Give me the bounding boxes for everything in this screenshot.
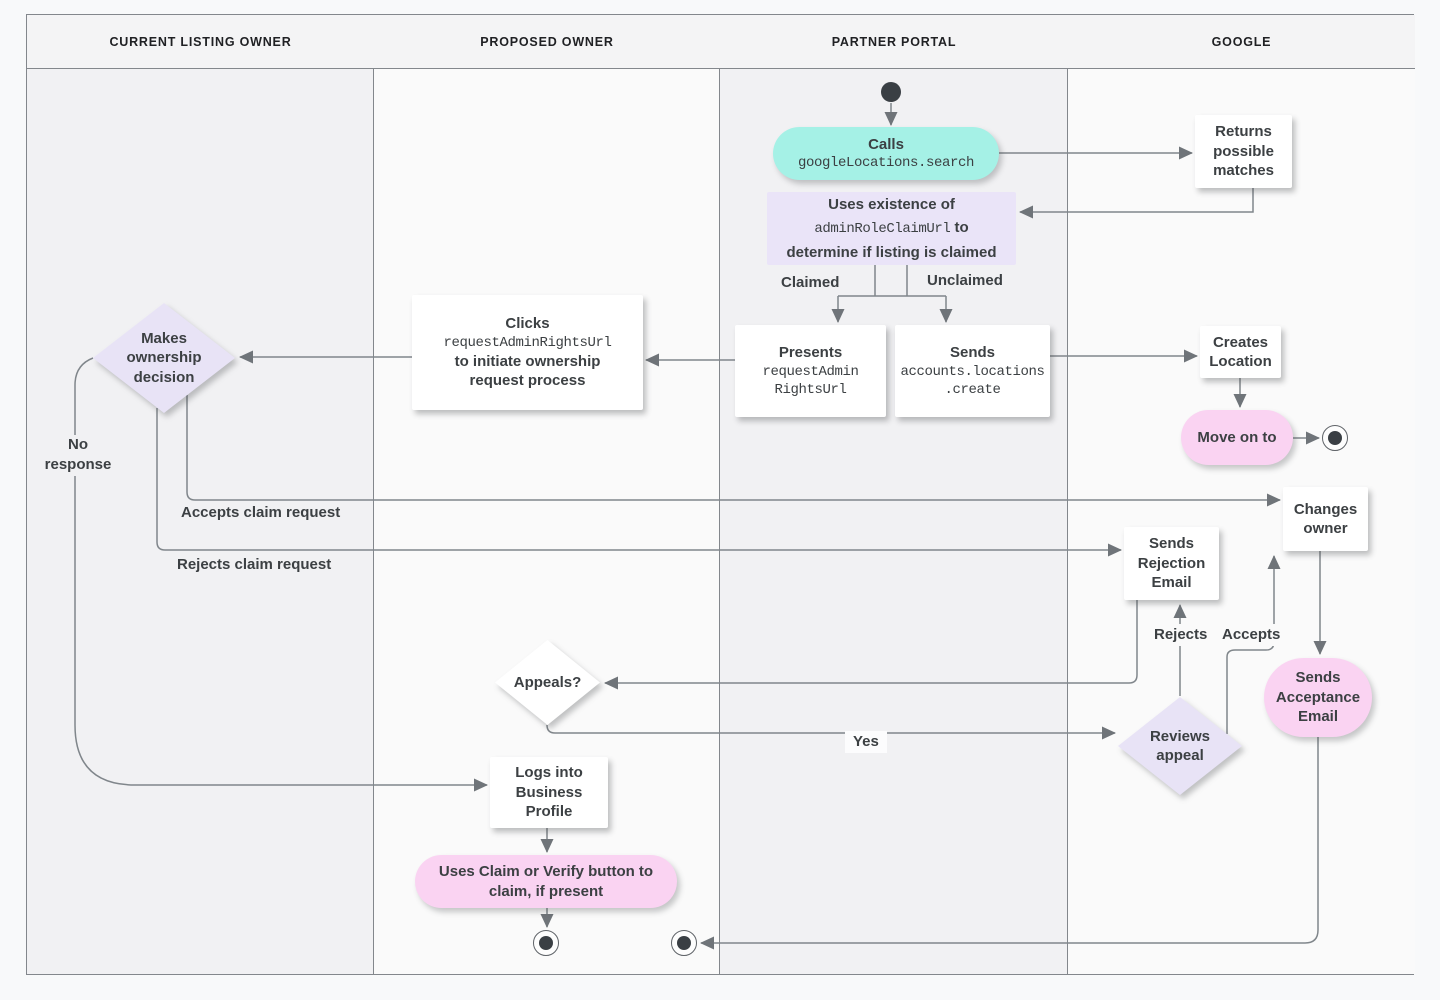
lane-header-label: PROPOSED OWNER [480,34,614,49]
edge-accepts-claim-request [186,395,1281,507]
changes-owner-node: Changes owner [1283,487,1368,551]
lane-header-current-listing-owner: CURRENT LISTING OWNER [27,15,374,69]
node-title: Sends Acceptance Email [1275,669,1361,726]
node-text-post: to initiate ownership request process [454,352,601,390]
edge-rejection-to-appeals [604,600,1138,690]
node-code-line1: accounts.locations [900,363,1045,380]
presents-request-admin-rights-url-node: Presents requestAdmin RightsUrl [735,325,886,417]
node-title: Uses Claim or Verify button to claim, if… [438,863,654,900]
sends-acceptance-email-node: Sends Acceptance Email [1264,658,1372,737]
logs-into-business-profile-node: Logs into Business Profile [490,757,608,828]
node-title: Move on to [1197,428,1277,446]
lane-header-partner-portal: PARTNER PORTAL [720,15,1068,69]
node-code-line2: RightsUrl [774,381,847,398]
node-title: Logs into Business Profile [515,764,583,821]
end-node-proposed-owner [533,930,559,956]
edge-returns-to-uses-existence [1019,188,1254,219]
move-on-to-node: Move on to [1181,410,1293,465]
node-title: Sends [949,344,995,362]
end-node-partner-portal [671,930,697,956]
node-code-line2: .create [944,381,1001,398]
edge-no-response [74,357,488,792]
node-title: Presents [778,344,843,362]
node-title: Creates Location [1209,333,1272,371]
clicks-request-admin-rights-url-node: Clicks requestAdminRightsUrl to initiate… [412,295,643,410]
reviews-appeal-node: Reviews appeal [1118,697,1242,795]
lane-header-label: PARTNER PORTAL [831,34,957,49]
appeals-decision-node: Appeals? [495,640,600,725]
edge-acceptance-to-end [700,737,1319,950]
lane-header-google: GOOGLE [1068,15,1415,69]
node-title: Makes ownership decision [126,329,202,386]
creates-location-node: Creates Location [1200,326,1281,378]
lane-current-listing-owner [27,15,374,974]
node-title: Appeals? [513,673,582,691]
edge-rejects-claim-request [156,408,1122,557]
makes-ownership-decision-node: Makes ownership decision [93,303,235,413]
note-text-pre: Uses existence of [828,195,955,213]
node-title: Changes owner [1293,500,1358,538]
edge-claim-fork [838,265,946,297]
uses-claim-or-verify-node: Uses Claim or Verify button to claim, if… [415,855,677,908]
label-accepts-claim-request: Accepts claim request [181,504,341,521]
lane-header-proposed-owner: PROPOSED OWNER [374,15,720,69]
note-code: adminRoleClaimUrl [814,221,951,238]
label-yes: Yes [845,731,887,754]
note-text-post: to determine if listing is claimed [786,219,997,261]
calls-google-locations-search-node: Calls googleLocations.search [773,127,999,180]
node-code: requestAdminRightsUrl [443,334,612,351]
label-accepts: Accepts [1217,624,1286,647]
node-title: Sends Rejection Email [1137,535,1206,592]
sends-accounts-locations-create-node: Sends accounts.locations .create [895,325,1050,417]
sends-rejection-email-node: Sends Rejection Email [1124,527,1219,600]
label-rejects: Rejects [1149,624,1213,647]
label-unclaimed: Unclaimed [927,272,1003,289]
uses-existence-note-node: Uses existence of adminRoleClaimUrl to d… [767,192,1016,265]
node-title: Reviews appeal [1149,727,1211,765]
swimlane-frame: CURRENT LISTING OWNER PROPOSED OWNER PAR… [26,14,1415,975]
lane-header-label: GOOGLE [1211,34,1272,49]
note-text: Uses existence of adminRoleClaimUrl to d… [777,193,1006,264]
node-title: Clicks [505,315,550,333]
node-code-line1: requestAdmin [762,363,859,380]
label-rejects-claim-request: Rejects claim request [177,556,332,573]
start-node [881,82,901,102]
returns-possible-matches-node: Returns possible matches [1195,115,1292,188]
edge-appeals-yes [546,724,1116,740]
label-no-response: No response [36,435,120,476]
label-claimed: Claimed [781,274,840,291]
node-title: Returns possible matches [1213,123,1274,180]
end-node-google [1322,425,1348,451]
node-title: Calls [868,135,904,153]
lane-header-label: CURRENT LISTING OWNER [109,34,292,49]
node-code: googleLocations.search [797,155,975,172]
